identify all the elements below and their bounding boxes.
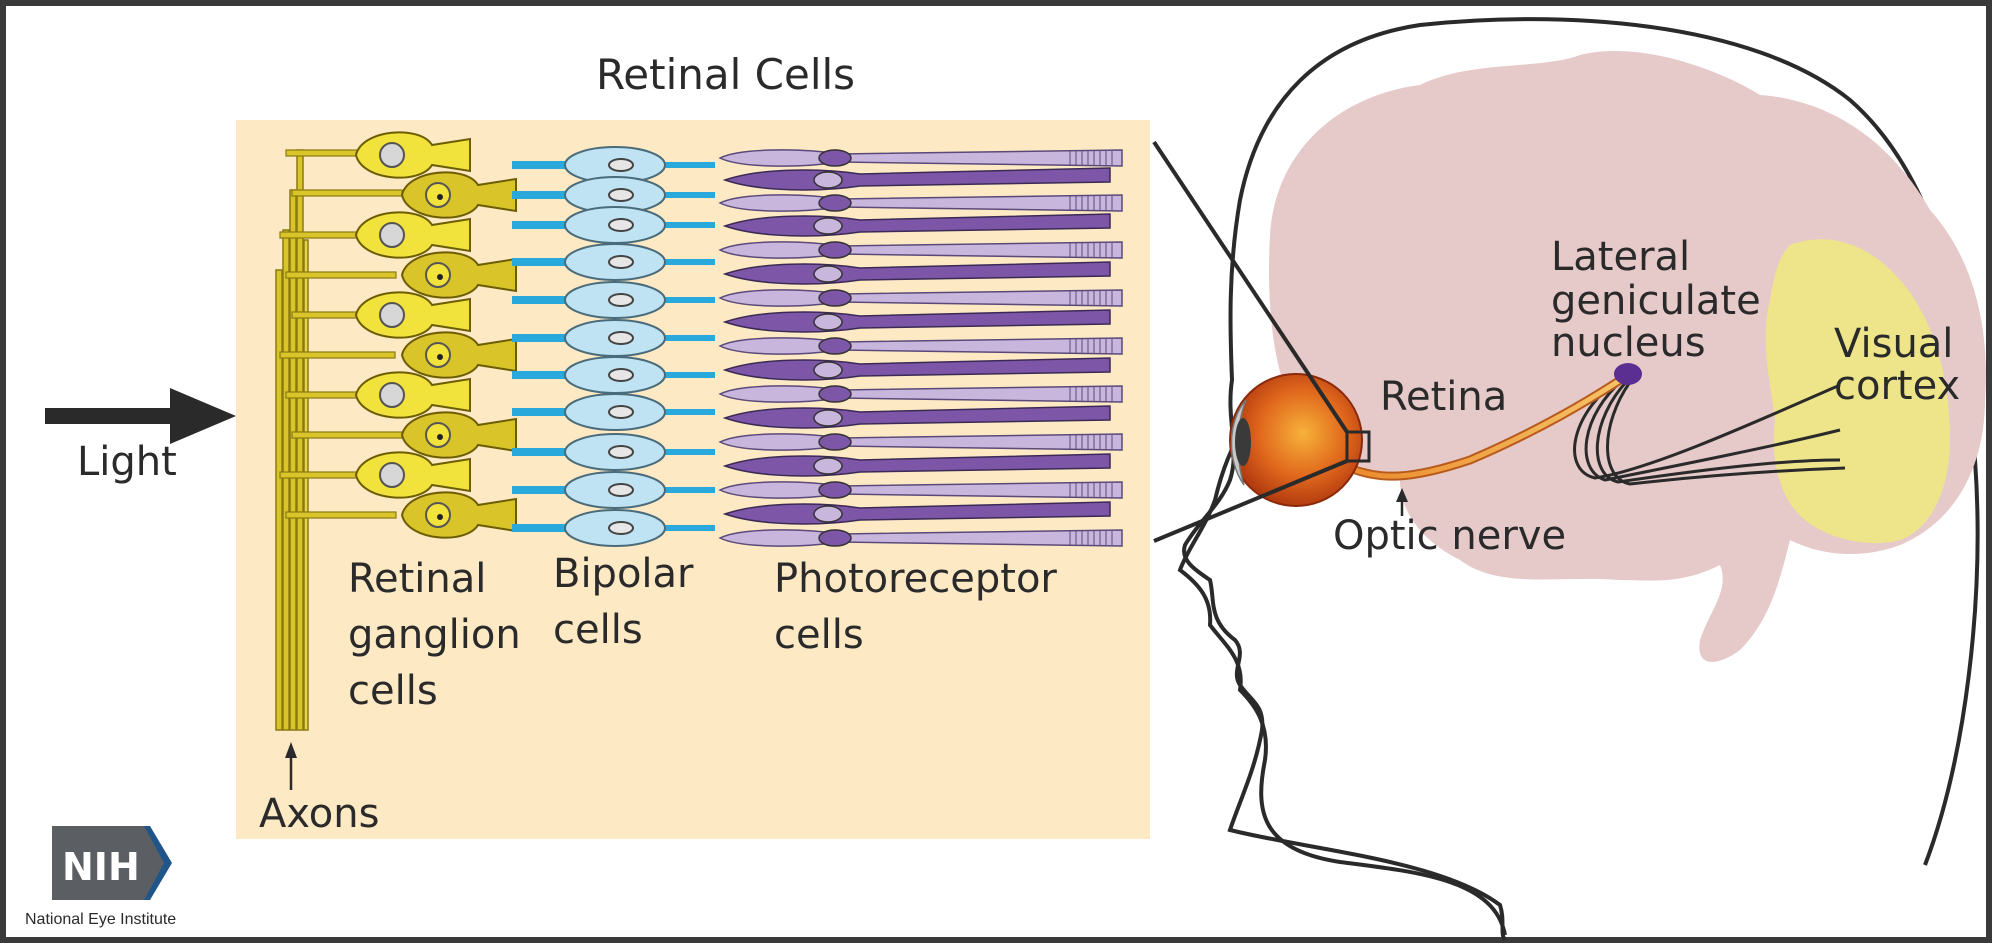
rod-cell: [720, 482, 1122, 498]
rod-cell: [720, 530, 1122, 546]
label-axons: Axons: [259, 791, 379, 837]
label-bipolar-line1: Bipolar: [553, 551, 694, 597]
rod-cell: [720, 195, 1122, 211]
label-lgn-line1: Lateral: [1551, 234, 1690, 280]
label-ganglion-line3: cells: [348, 668, 438, 714]
label-ganglion-line1: Retinal: [348, 556, 486, 602]
nih-logo-caption: National Eye Institute: [25, 911, 176, 928]
panel-title: Retinal Cells: [596, 50, 855, 99]
rod-cell: [720, 434, 1122, 450]
lgn-nucleus: [1614, 363, 1642, 385]
rod-cell: [720, 386, 1122, 402]
label-ganglion-line2: ganglion: [348, 612, 521, 658]
light-arrow-head: [170, 388, 236, 444]
label-lgn-line3: nucleus: [1551, 320, 1706, 366]
label-lgn-line2: geniculate: [1551, 278, 1761, 324]
rod-cell: [720, 242, 1122, 258]
label-visual-cortex-line1: Visual: [1834, 321, 1953, 367]
label-light: Light: [77, 439, 177, 485]
rod-cell: [720, 290, 1122, 306]
nih-logo-text: NIH: [62, 845, 140, 889]
label-visual-cortex-line2: cortex: [1834, 363, 1960, 409]
rod-cell: [720, 338, 1122, 354]
label-photoreceptor-line2: cells: [774, 612, 864, 658]
label-optic-nerve: Optic nerve: [1333, 513, 1566, 559]
label-retina: Retina: [1380, 374, 1507, 420]
label-bipolar-line2: cells: [553, 607, 643, 653]
label-photoreceptor-line1: Photoreceptor: [774, 556, 1057, 602]
rod-cell: [720, 150, 1122, 166]
eye: [1230, 374, 1362, 506]
nih-logo: NIH National Eye Institute: [25, 826, 176, 928]
